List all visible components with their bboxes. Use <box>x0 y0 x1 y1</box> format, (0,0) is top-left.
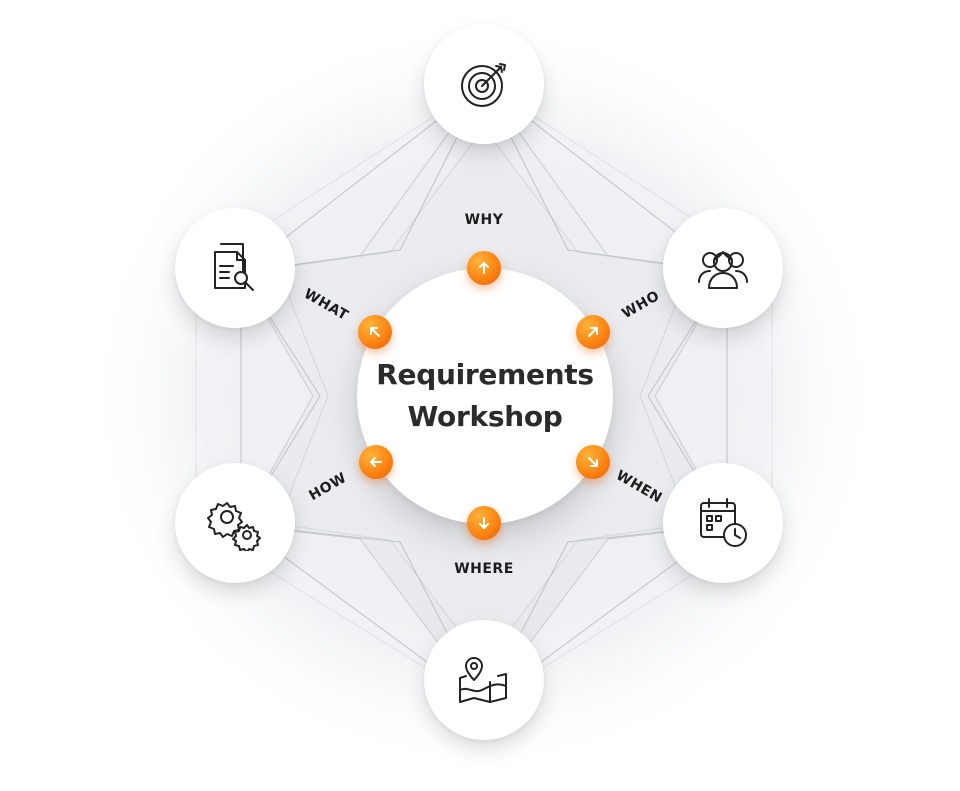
what-arrow-badge[interactable] <box>358 315 392 349</box>
when-node[interactable] <box>663 463 783 583</box>
who-arrow-badge[interactable] <box>576 315 610 349</box>
center-circle: Requirements Workshop <box>357 268 613 524</box>
how-arrow-badge[interactable] <box>359 445 393 479</box>
why-node[interactable] <box>424 24 544 144</box>
target-icon <box>461 63 506 107</box>
who-node[interactable] <box>663 208 783 328</box>
arrow-up-right-icon <box>588 327 598 337</box>
document-search-icon <box>214 243 254 291</box>
center-title-line2: Workshop <box>407 400 563 433</box>
why-arrow-badge[interactable] <box>467 251 501 285</box>
when-arrow-badge[interactable] <box>576 445 610 479</box>
how-node[interactable] <box>175 463 295 583</box>
gears-icon <box>207 502 261 551</box>
arrow-down-icon <box>479 517 489 529</box>
arrow-down-right-icon <box>588 457 598 467</box>
why-label: WHY <box>464 212 504 228</box>
calendar-clock-icon <box>700 498 747 547</box>
map-pin-icon <box>459 657 507 703</box>
people-icon <box>698 251 748 289</box>
arrow-left-icon <box>370 457 382 467</box>
where-label: WHERE <box>454 561 514 577</box>
where-arrow-badge[interactable] <box>467 506 501 540</box>
where-node[interactable] <box>424 620 544 740</box>
what-node[interactable] <box>175 208 295 328</box>
center-title-line1: Requirements <box>376 358 594 391</box>
arrow-up-icon <box>479 262 489 274</box>
arrow-up-left-icon <box>370 327 380 337</box>
